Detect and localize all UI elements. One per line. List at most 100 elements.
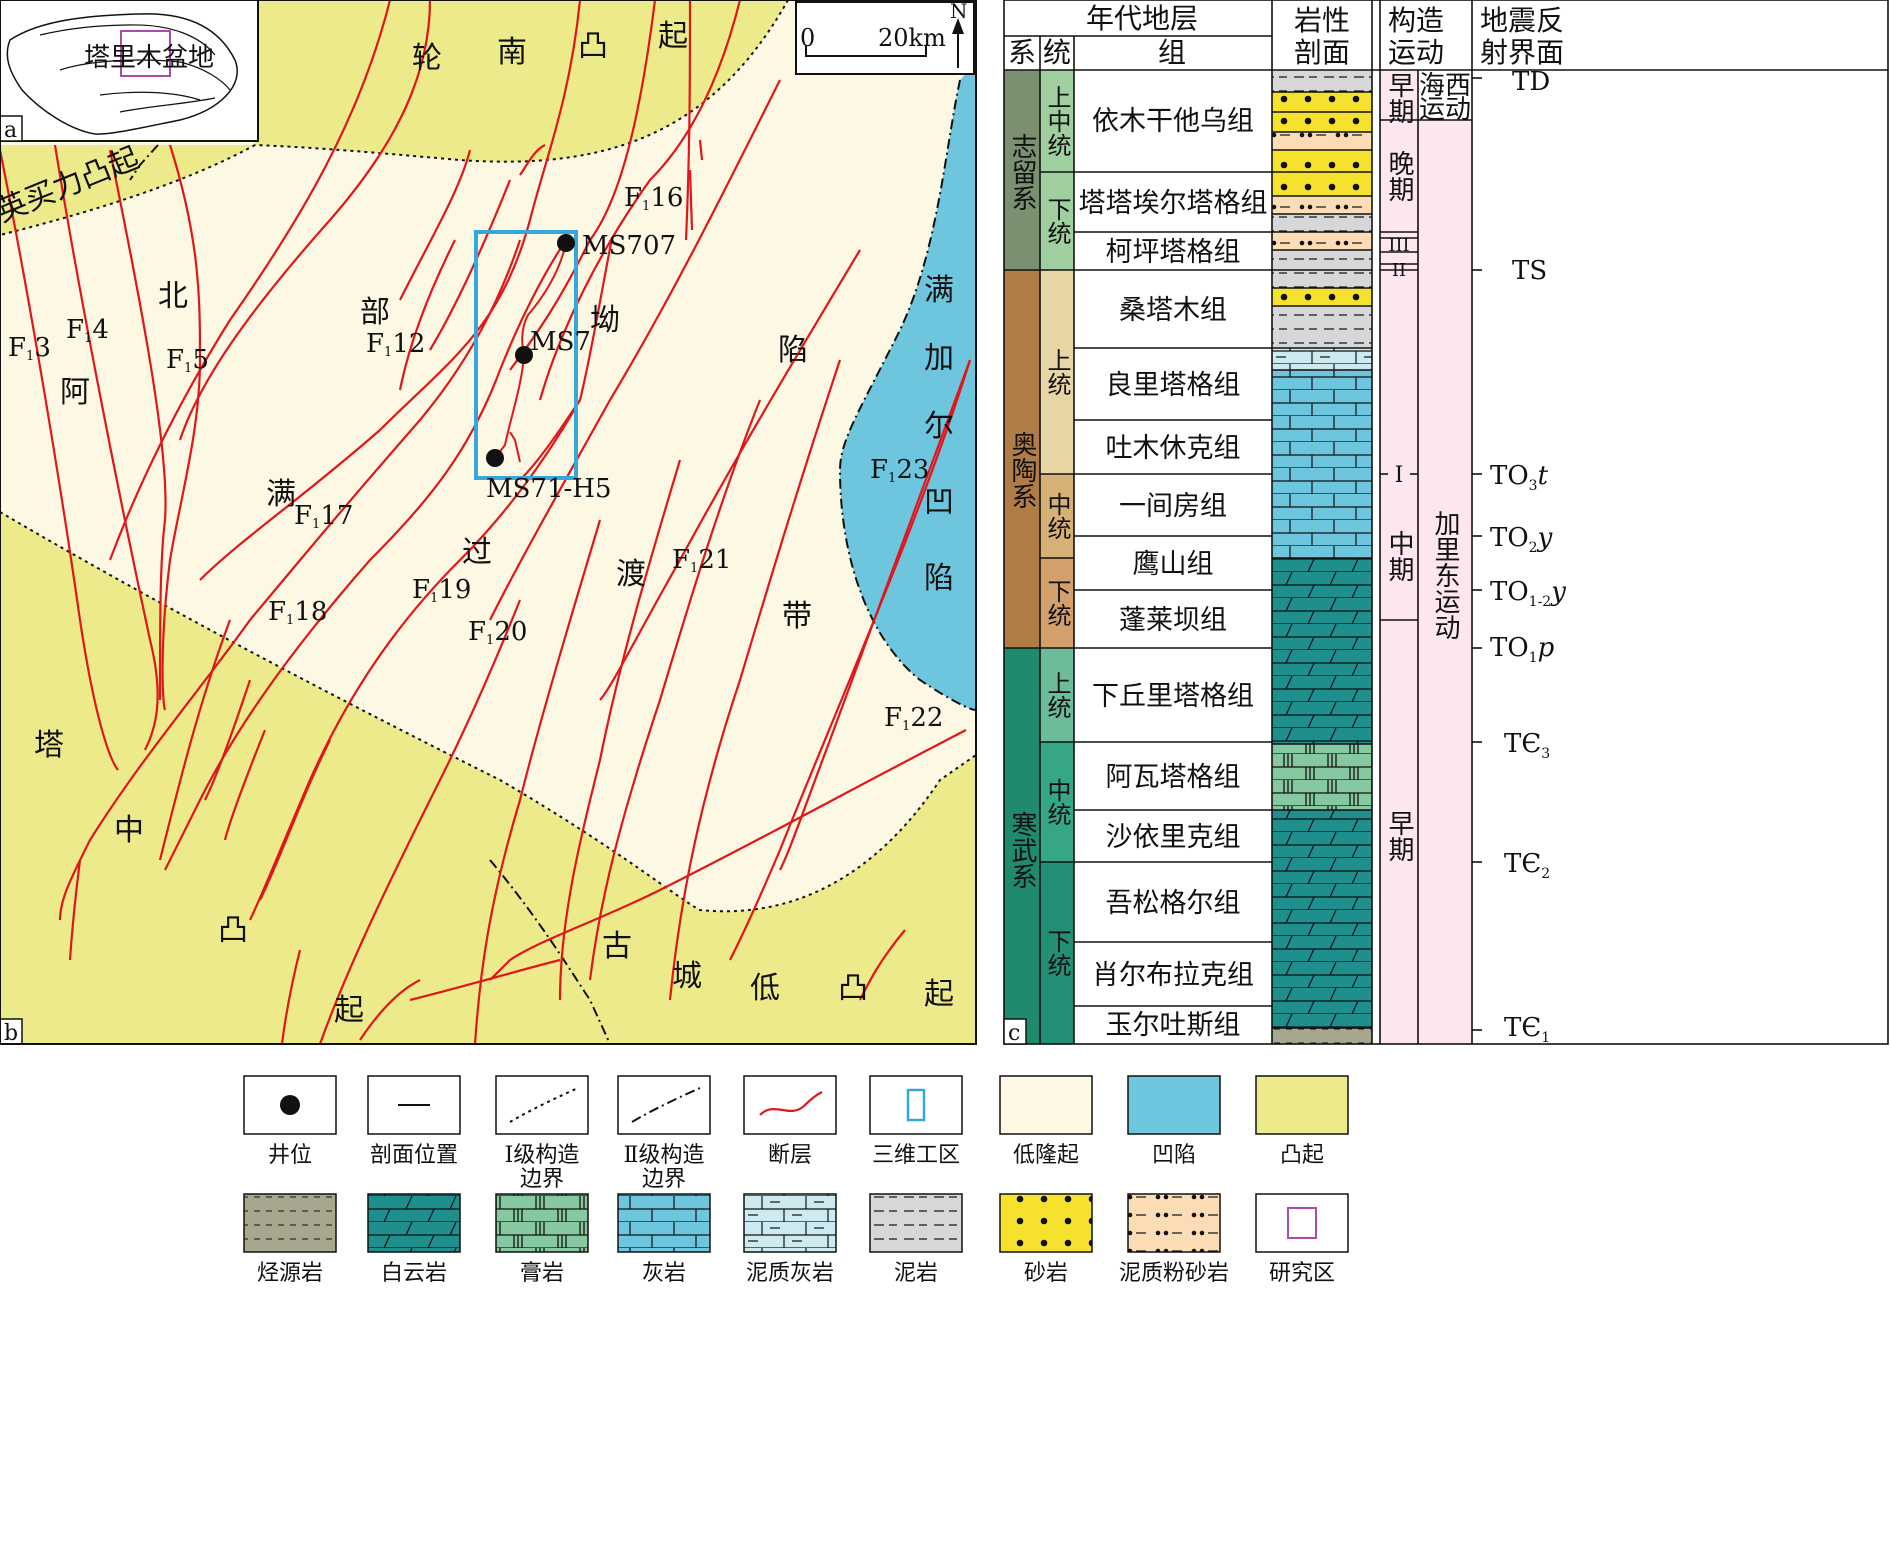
series-o-low-fill bbox=[1040, 558, 1074, 648]
litho-sandstone bbox=[1272, 150, 1372, 172]
phase-early-top: 早期 bbox=[1384, 72, 1414, 124]
litho-mudstone bbox=[1272, 306, 1372, 348]
formation-8: 鹰山组 bbox=[1133, 549, 1214, 580]
fault-label-f21: F121 bbox=[672, 545, 731, 576]
mangjiaer-char-2: 加 bbox=[924, 341, 954, 376]
inset-box bbox=[0, 0, 259, 142]
3d-work-area bbox=[474, 230, 578, 480]
scale-line bbox=[805, 46, 927, 57]
litho-limestone bbox=[1272, 370, 1372, 558]
phase-early: 早期 bbox=[1384, 810, 1414, 862]
legend-label-sandstone: 砂岩 bbox=[1024, 1261, 1068, 1286]
seismic-to2y: TO2y bbox=[1490, 523, 1553, 556]
phase-late: 晚期 bbox=[1384, 150, 1414, 202]
seismic-tc3: TЄ3 bbox=[1504, 729, 1550, 762]
legend-label-study: 研究区 bbox=[1269, 1261, 1335, 1286]
well-label-ms707: MS707 bbox=[582, 231, 676, 261]
strat-panel: 年代地层 系 统 组 岩性 剖面 构造 运动 地震反 射界面 志留系 奥陶系 寒… bbox=[1003, 0, 1889, 1046]
fault-label-f23: F123 bbox=[870, 455, 929, 486]
series-c-mid-fill bbox=[1040, 742, 1074, 862]
well-ms71-h5 bbox=[486, 449, 504, 467]
legend-label-uplift: 凸起 bbox=[1280, 1143, 1324, 1168]
fault-label-f18: F118 bbox=[268, 597, 327, 628]
formation-15: 玉尔吐斯组 bbox=[1106, 1010, 1241, 1041]
mangjiaer-char-5: 陷 bbox=[924, 561, 954, 596]
header-series: 统 bbox=[1043, 36, 1071, 69]
series-s-upmid-fill bbox=[1040, 70, 1074, 172]
legend-label-marl: 泥质灰岩 bbox=[746, 1261, 834, 1286]
legend-limestone-swatch bbox=[617, 1193, 711, 1253]
phase-i: I bbox=[1395, 463, 1404, 488]
fault-label-f16: F116 bbox=[624, 183, 683, 214]
north-arrow-icon bbox=[952, 18, 964, 34]
north-label: N bbox=[950, 0, 968, 23]
lunnan-char-1: 轮 bbox=[412, 41, 442, 76]
seismic-tc2: TЄ2 bbox=[1504, 849, 1550, 882]
mangjiaer-char-3: 尔 bbox=[924, 409, 954, 444]
transition-char-1: 部 bbox=[360, 295, 390, 330]
legend-box-study bbox=[1255, 1193, 1349, 1253]
formation-labels: 依木干他乌组 塔塔埃尔塔格组 柯坪塔格组 桑塔木组 良里塔格组 吐木休克组 一间… bbox=[1079, 106, 1268, 1041]
legend-label-class2: Ⅱ级构造 bbox=[624, 1143, 705, 1168]
depression-boundary bbox=[838, 79, 977, 711]
series-s-low-fill bbox=[1040, 172, 1074, 270]
formation-7: 一间房组 bbox=[1119, 491, 1227, 522]
hercynian-fill bbox=[1418, 70, 1472, 120]
legend-label-dolomite: 白云岩 bbox=[381, 1261, 447, 1286]
legend-class2-symbol bbox=[631, 1087, 701, 1123]
formation-4: 桑塔木组 bbox=[1119, 295, 1227, 326]
abei-char-2: 阿 bbox=[60, 375, 90, 410]
legend-label-source: 烃源岩 bbox=[257, 1261, 323, 1286]
table-grid bbox=[1003, 0, 1889, 1045]
legend-label-class2-l2: 边界 bbox=[642, 1167, 686, 1192]
system-cambrian: 寒武系 bbox=[1007, 811, 1037, 889]
phase-ii: II bbox=[1392, 260, 1406, 281]
litho-sandstone bbox=[1272, 92, 1372, 112]
legend-class1-symbol bbox=[509, 1087, 579, 1123]
lunnan-boundary bbox=[254, 0, 789, 163]
series-o-up: 上统 bbox=[1043, 348, 1071, 396]
legend-fault-symbol bbox=[759, 1091, 823, 1116]
lunnan-char-4: 起 bbox=[658, 19, 688, 54]
tectonic-labels: 早期 晚期 中期 早期 海西 运动 加里东运动 III II I bbox=[1384, 71, 1471, 862]
fault-label-f19: F119 bbox=[412, 575, 471, 606]
litho-dolomite bbox=[1272, 558, 1372, 744]
abei-char-1: 北 bbox=[158, 279, 188, 314]
system-cambrian-fill bbox=[1004, 648, 1040, 1044]
legend-label-class1-l2: 边界 bbox=[520, 1167, 564, 1192]
litho-silty-mudstone bbox=[1272, 196, 1372, 214]
phase-mid: 中期 bbox=[1384, 530, 1414, 582]
system-silurian: 志留系 bbox=[1007, 133, 1037, 211]
legend-silty-swatch bbox=[1127, 1193, 1221, 1253]
legend-box-workarea bbox=[869, 1075, 963, 1135]
fault-label-f12: F112 bbox=[366, 329, 425, 360]
legend-mudstone-swatch bbox=[869, 1193, 963, 1253]
tazhong-char-3: 凸 bbox=[218, 913, 248, 948]
inset-basin-label: 塔里木盆地 bbox=[84, 43, 214, 73]
formation-12: 沙依里克组 bbox=[1106, 822, 1241, 853]
seismic-tc1: TЄ1 bbox=[1504, 1013, 1550, 1046]
litho-source-rock bbox=[1272, 1028, 1372, 1044]
litho-mudstone bbox=[1272, 70, 1372, 92]
well-label-ms7: MS7 bbox=[530, 327, 591, 357]
formation-11: 阿瓦塔格组 bbox=[1106, 762, 1241, 793]
system-ordovician: 奥陶系 bbox=[1007, 431, 1037, 509]
legend-label-fault: 断层 bbox=[768, 1143, 812, 1168]
legend-label-low-uplift: 低隆起 bbox=[1013, 1143, 1079, 1168]
tazhong-char-1: 塔 bbox=[34, 728, 64, 763]
inset-line-3 bbox=[99, 91, 201, 101]
legend-low-uplift-swatch bbox=[999, 1075, 1093, 1135]
series-labels: 上中统 下统 上统 中统 下统 上统 中统 下统 bbox=[1043, 85, 1071, 977]
fault-label-f22: F122 bbox=[884, 703, 943, 734]
series-s-low: 下统 bbox=[1043, 197, 1071, 245]
series-o-low: 下统 bbox=[1043, 579, 1071, 627]
formation-3: 柯坪塔格组 bbox=[1106, 237, 1241, 268]
gucheng-char-5: 起 bbox=[924, 977, 954, 1012]
scale-zero: 0 bbox=[800, 24, 815, 52]
system-labels: 志留系 奥陶系 寒武系 bbox=[1007, 133, 1037, 889]
fault-label-f20: F120 bbox=[468, 617, 527, 648]
series-c-low-fill bbox=[1040, 862, 1074, 1044]
inset-line-4 bbox=[119, 97, 216, 113]
mangjiaer-char-1: 满 bbox=[924, 273, 954, 308]
tag-a-box bbox=[0, 115, 23, 142]
